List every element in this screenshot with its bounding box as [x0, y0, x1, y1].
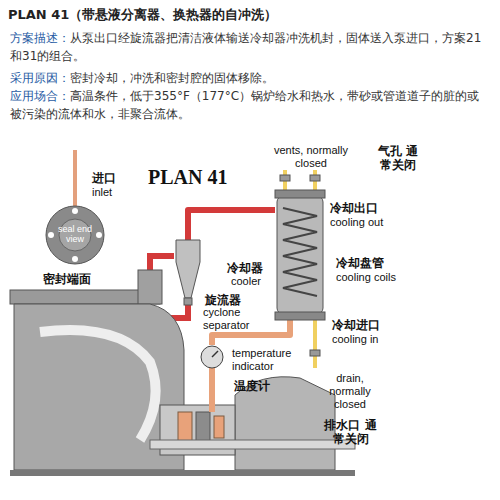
- cooler-cap: [275, 312, 325, 320]
- volute-passage: [40, 330, 156, 440]
- cyclone-outlet: [184, 298, 192, 305]
- description-paragraph: 应用场合：高温条件，低于355°F（177°C）锅炉给水和热水，带砂或管道道子的…: [10, 87, 488, 123]
- port-label: cooling in: [332, 333, 378, 346]
- description-paragraph: 方案描述：从泵出口经旋流器把清洁液体输送冷却器冲洗机封，固体送入泵进口，方案21…: [10, 29, 488, 65]
- cyclone-body: [176, 240, 200, 298]
- field-prefix: 方案描述：: [10, 31, 70, 45]
- field-prefix: 应用场合：: [10, 89, 70, 103]
- port-label: 冷却出口: [330, 201, 378, 215]
- seal-end-view: seal end view密封端面: [45, 205, 105, 265]
- cooler-cap: [275, 190, 325, 198]
- page-title: PLAN 41（带悬液分离器、换热器的自冲洗）: [8, 6, 277, 24]
- node-heading: seal end view: [55, 224, 95, 244]
- cooler: 冷却器cooler: [275, 190, 325, 320]
- cooling-coil: [283, 208, 317, 296]
- vent-label: 气孔 通常关闭: [372, 144, 424, 173]
- seal-ring: [196, 412, 210, 442]
- base-plate: [10, 470, 355, 476]
- drain-valve: [310, 350, 320, 356]
- field-text: 高温条件，低于355°F（177°C）锅炉给水和热水，带砂或管道道子的脏的或被污…: [10, 89, 479, 121]
- field-text: 从泵出口经旋流器把清洁液体输送冷却器冲洗机封，固体送入泵进口，方案21和31的组…: [10, 31, 481, 63]
- discharge-nozzle: [138, 270, 162, 304]
- gauge-dial: [201, 346, 223, 368]
- bolt-hole: [96, 232, 102, 238]
- pipe-connector: [188, 210, 275, 240]
- node-label: 温度计: [234, 378, 270, 395]
- vent-valve: [310, 175, 320, 181]
- bolt-hole: [72, 208, 78, 214]
- node-heading: 冷却器: [227, 260, 263, 277]
- description-paragraph: 采用原因：密封冷却，冲洗和密封腔的固体移除。: [10, 69, 488, 87]
- node-heading: temperature indicator: [232, 347, 298, 373]
- node-label: cyclone separator: [203, 306, 255, 332]
- port-label: 冷却进口: [332, 318, 380, 332]
- gauge-needle: [212, 351, 218, 357]
- drain-label: 排水口 通常关闭: [323, 418, 378, 447]
- bearing-frame: [235, 377, 335, 470]
- port-label: cooling out: [330, 216, 383, 229]
- temperature-indicator: temperature indicator温度计: [200, 345, 224, 369]
- node-outline: [200, 345, 224, 369]
- bolt-hole: [72, 256, 78, 262]
- inlet-pipe: [73, 150, 77, 206]
- field-text: 密封冷却，冲洗和密封腔的固体移除。: [70, 71, 274, 85]
- seal-flange: [46, 206, 104, 264]
- seal-gland: [178, 412, 192, 442]
- part-label: cooling coils: [336, 271, 396, 284]
- flush-pipe: [209, 368, 215, 412]
- node-outline: [173, 240, 203, 305]
- field-prefix: 采用原因：: [10, 71, 70, 85]
- node-label: 密封端面: [43, 271, 91, 288]
- bolt-hole: [48, 232, 54, 238]
- port-label: inlet: [92, 186, 112, 199]
- drain-label: drain, normally closed: [320, 372, 380, 412]
- cooler-shell: [277, 196, 323, 314]
- drain-pipe: [313, 320, 317, 368]
- seal-face: [214, 416, 224, 438]
- part-label: 冷却盘管: [336, 256, 384, 270]
- vent-label: vents, normally closed: [268, 144, 354, 170]
- vent-valve: [280, 175, 290, 181]
- cyclone-separator: 旋流器cyclone separator: [173, 240, 203, 305]
- node-label: cooler: [231, 275, 261, 287]
- node-outline: [275, 190, 325, 320]
- plan-title: PLAN 41: [148, 165, 227, 189]
- port-label: 进口: [92, 171, 116, 185]
- pump-shaft: [150, 440, 355, 449]
